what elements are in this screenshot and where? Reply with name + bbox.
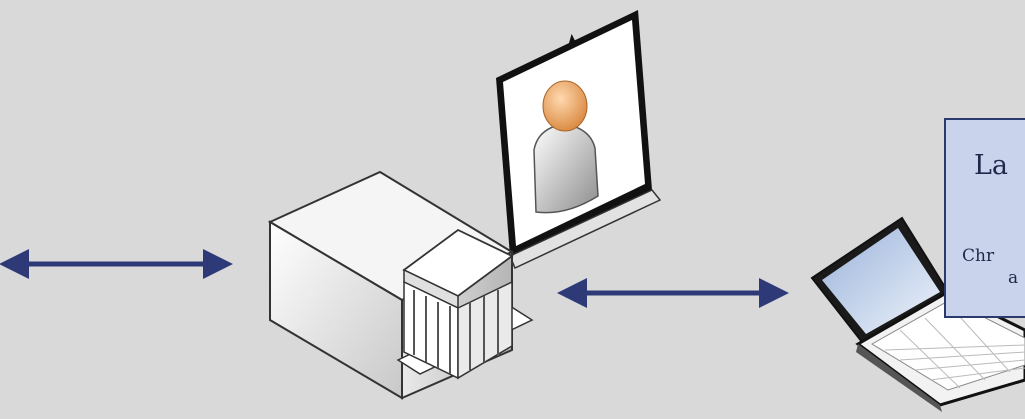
laptop-icon bbox=[810, 216, 1025, 412]
callout-line-2: a bbox=[1008, 268, 1019, 288]
callout-title: La bbox=[974, 150, 1009, 181]
callout-line-1: Chr bbox=[962, 246, 995, 266]
user-screen-icon bbox=[496, 10, 662, 270]
bank-server-icon bbox=[267, 170, 534, 400]
callout-box: La Chr a bbox=[944, 118, 1025, 318]
